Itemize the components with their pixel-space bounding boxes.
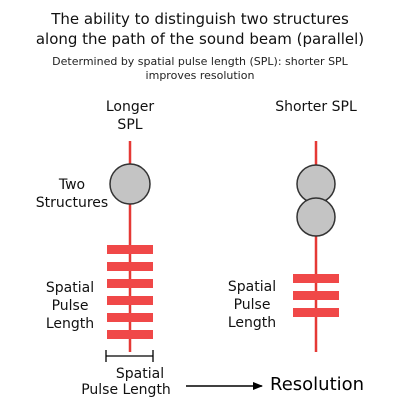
left-structure-circle [109, 163, 151, 205]
left-spl-label-line-3: Length [45, 316, 95, 332]
subtitle-line-2: improves resolution [145, 69, 255, 82]
resolution-label: Resolution [270, 374, 365, 395]
left-pulse-bar-3 [107, 279, 153, 288]
title-line-2: along the path of the sound beam (parall… [35, 30, 365, 48]
left-pulse-bar-1 [107, 245, 153, 254]
title-line-1: The ability to distinguish two structure… [51, 10, 349, 28]
left-pulse-bars [107, 245, 153, 339]
two-structures-label-line-1: Two [58, 177, 86, 193]
right-pulse-bar-3 [293, 308, 339, 317]
two-structures-label-line-2: Structures [35, 195, 109, 211]
bottom-spl-label-line-1: Spatial [115, 366, 165, 382]
subtitle-line-1: Determined by spatial pulse length (SPL)… [52, 55, 348, 68]
right-structure-circle-bottom [296, 197, 336, 237]
bottom-spl-label-line-2: Pulse Length [81, 382, 171, 398]
left-spl-label-line-2: Pulse [51, 298, 89, 314]
left-spl-label-line-1: Spatial [45, 280, 95, 296]
longer-spl-header-line-1: Longer [105, 99, 155, 115]
right-pulse-bar-1 [293, 274, 339, 283]
longer-spl-header-line-2: SPL [117, 117, 143, 133]
right-spl-label-line-3: Length [227, 315, 277, 331]
left-pulse-bar-5 [107, 313, 153, 322]
left-pulse-bar-4 [107, 296, 153, 305]
right-spl-label-line-1: Spatial [227, 279, 277, 295]
left-pulse-bar-6 [107, 330, 153, 339]
spl-bracket [105, 350, 154, 362]
right-spl-label-line-2: Pulse [233, 297, 271, 313]
right-pulse-bars [293, 274, 339, 317]
left-pulse-bar-2 [107, 262, 153, 271]
shorter-spl-header: Shorter SPL [275, 99, 357, 115]
right-pulse-bar-2 [293, 291, 339, 300]
